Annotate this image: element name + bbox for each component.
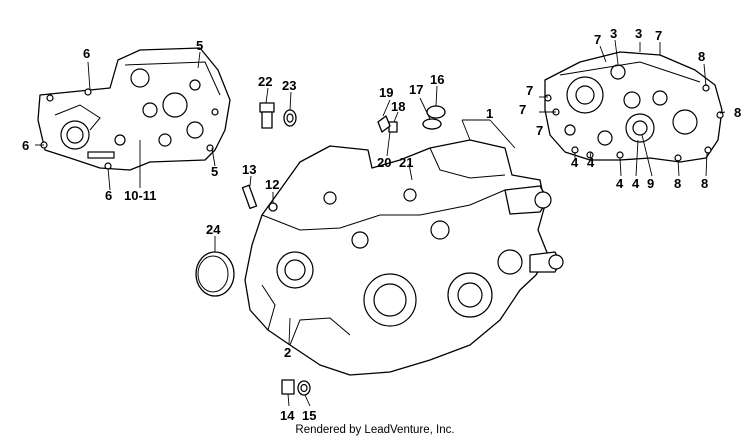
callout-13: 13	[242, 162, 256, 177]
callout-18: 18	[391, 99, 405, 114]
callout-14: 14	[280, 408, 295, 423]
part-17-ring	[422, 118, 442, 130]
callout-8: 8	[698, 49, 705, 64]
part-16-seal	[426, 105, 446, 119]
callout-7: 7	[526, 83, 533, 98]
callout-4: 4	[632, 176, 640, 191]
callout-6: 6	[83, 46, 90, 61]
main-crankcase	[244, 139, 564, 376]
part-13-bolt	[241, 184, 258, 210]
part-14-plug	[281, 379, 295, 395]
callout-7: 7	[655, 28, 662, 43]
part-12-washer	[268, 202, 278, 212]
callout-17: 17	[409, 82, 423, 97]
callout-10-11: 10-11	[124, 188, 157, 203]
callout-23: 23	[282, 78, 296, 93]
callout-5: 5	[196, 38, 203, 53]
callout-15: 15	[302, 408, 316, 423]
part-18-fitting	[388, 121, 398, 133]
footer-credit: Rendered by LeadVenture, Inc.	[295, 424, 455, 436]
left-crankcase-cover	[37, 47, 231, 171]
part-19-pin	[377, 115, 391, 133]
callout-labels: 1 2 3 3 4 4 4 4 5 5 6 6 6 7 7 7 7 7 8 8 …	[22, 26, 741, 423]
callout-21: 21	[399, 155, 413, 170]
callout-8: 8	[734, 105, 741, 120]
callout-2: 2	[284, 345, 291, 360]
callout-6: 6	[105, 188, 112, 203]
callout-22: 22	[258, 74, 272, 89]
callout-5: 5	[211, 164, 218, 179]
right-crankcase-cover	[544, 51, 724, 163]
callout-8: 8	[674, 176, 681, 191]
callout-24: 24	[206, 222, 221, 237]
part-22-drain-plug	[259, 102, 275, 129]
callout-19: 19	[379, 85, 393, 100]
callout-9: 9	[647, 176, 654, 191]
callout-4: 4	[616, 176, 624, 191]
callout-20: 20	[377, 155, 391, 170]
callout-7: 7	[519, 102, 526, 117]
callout-16: 16	[430, 72, 444, 87]
part-24-cap	[195, 251, 235, 297]
callout-3: 3	[635, 26, 642, 41]
callout-1: 1	[486, 106, 493, 121]
part-15-washer	[297, 380, 311, 396]
part-23-washer	[283, 109, 297, 127]
callout-8: 8	[701, 176, 708, 191]
callout-12: 12	[265, 177, 279, 192]
callout-7: 7	[536, 123, 543, 138]
callout-4: 4	[587, 155, 595, 170]
leader-lines	[35, 39, 726, 407]
callout-7: 7	[594, 32, 601, 47]
callout-6: 6	[22, 138, 29, 153]
callout-4: 4	[571, 155, 579, 170]
callout-3: 3	[610, 26, 617, 41]
